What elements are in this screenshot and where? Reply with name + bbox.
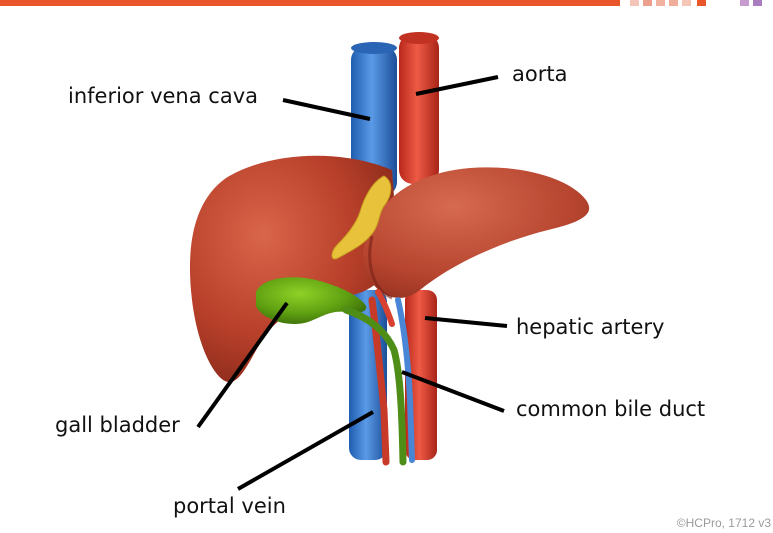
label-aorta: aorta <box>512 62 567 86</box>
leader-hepatic-artery <box>425 318 507 326</box>
label-gall-bladder: gall bladder <box>55 413 180 437</box>
aorta-top-opening <box>399 32 439 44</box>
label-portal-vein: portal vein <box>173 494 286 518</box>
label-common-bile-duct: common bile duct <box>516 397 705 421</box>
aorta-upper <box>399 34 439 184</box>
label-inferior-vena-cava: inferior vena cava <box>68 84 258 108</box>
ivc-top-opening <box>351 42 397 54</box>
liver-left-lobe <box>363 167 589 298</box>
label-hepatic-artery: hepatic artery <box>516 315 664 339</box>
copyright-notice: ©HCPro, 1712 v3 <box>677 516 771 530</box>
